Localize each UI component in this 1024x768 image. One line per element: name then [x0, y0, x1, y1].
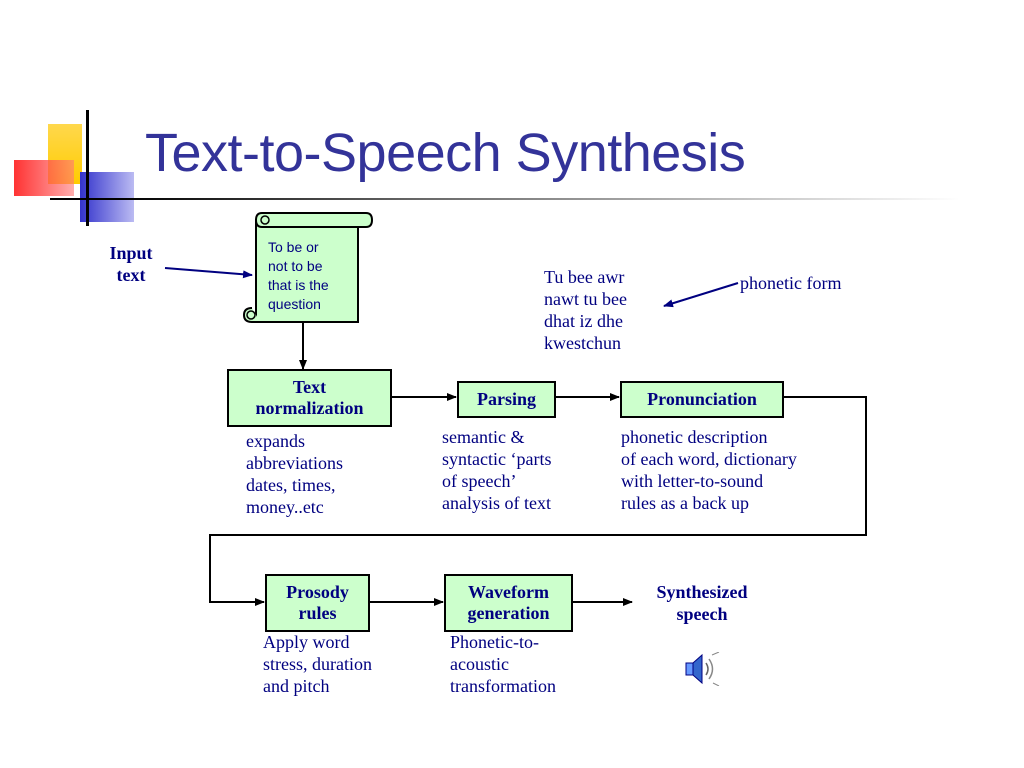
- deco-red-block: [14, 160, 74, 196]
- input-scroll-shape: [242, 212, 374, 323]
- parsing-description: semantic & syntactic ‘parts of speech’ a…: [442, 427, 552, 513]
- deco-vertical-line: [86, 110, 89, 226]
- text-normalization-description: expands abbreviations dates, times, mone…: [246, 431, 343, 517]
- slide-title: Text-to-Speech Synthesis: [145, 123, 746, 183]
- stage-prosody-rules: Prosody rules: [265, 574, 370, 632]
- deco-blue-block: [80, 172, 134, 222]
- prosody-description: Apply word stress, duration and pitch: [263, 632, 372, 696]
- phonetic-sample-text: Tu bee awr nawt tu bee dhat iz dhe kwest…: [544, 267, 627, 353]
- pronunciation-description: phonetic description of each word, dicti…: [621, 427, 797, 513]
- input-text-label: Input text: [109, 243, 153, 285]
- stage-waveform-generation: Waveform generation: [444, 574, 573, 632]
- stage-parsing: Parsing: [457, 381, 556, 418]
- waveform-description: Phonetic-to- acoustic transformation: [450, 632, 556, 696]
- phonetic-form-label: phonetic form: [740, 273, 842, 293]
- speaker-icon[interactable]: [683, 652, 721, 686]
- stage-text-normalization: Text normalization: [227, 369, 392, 427]
- title-underline: [50, 198, 960, 200]
- input-arrow: [164, 267, 253, 279]
- input-scroll-text: To be or not to be that is the question: [268, 239, 329, 312]
- synthesized-speech-label: Synthesized speech: [656, 582, 748, 624]
- phonetic-arrow: [663, 282, 739, 308]
- stage-pronunciation: Pronunciation: [620, 381, 784, 418]
